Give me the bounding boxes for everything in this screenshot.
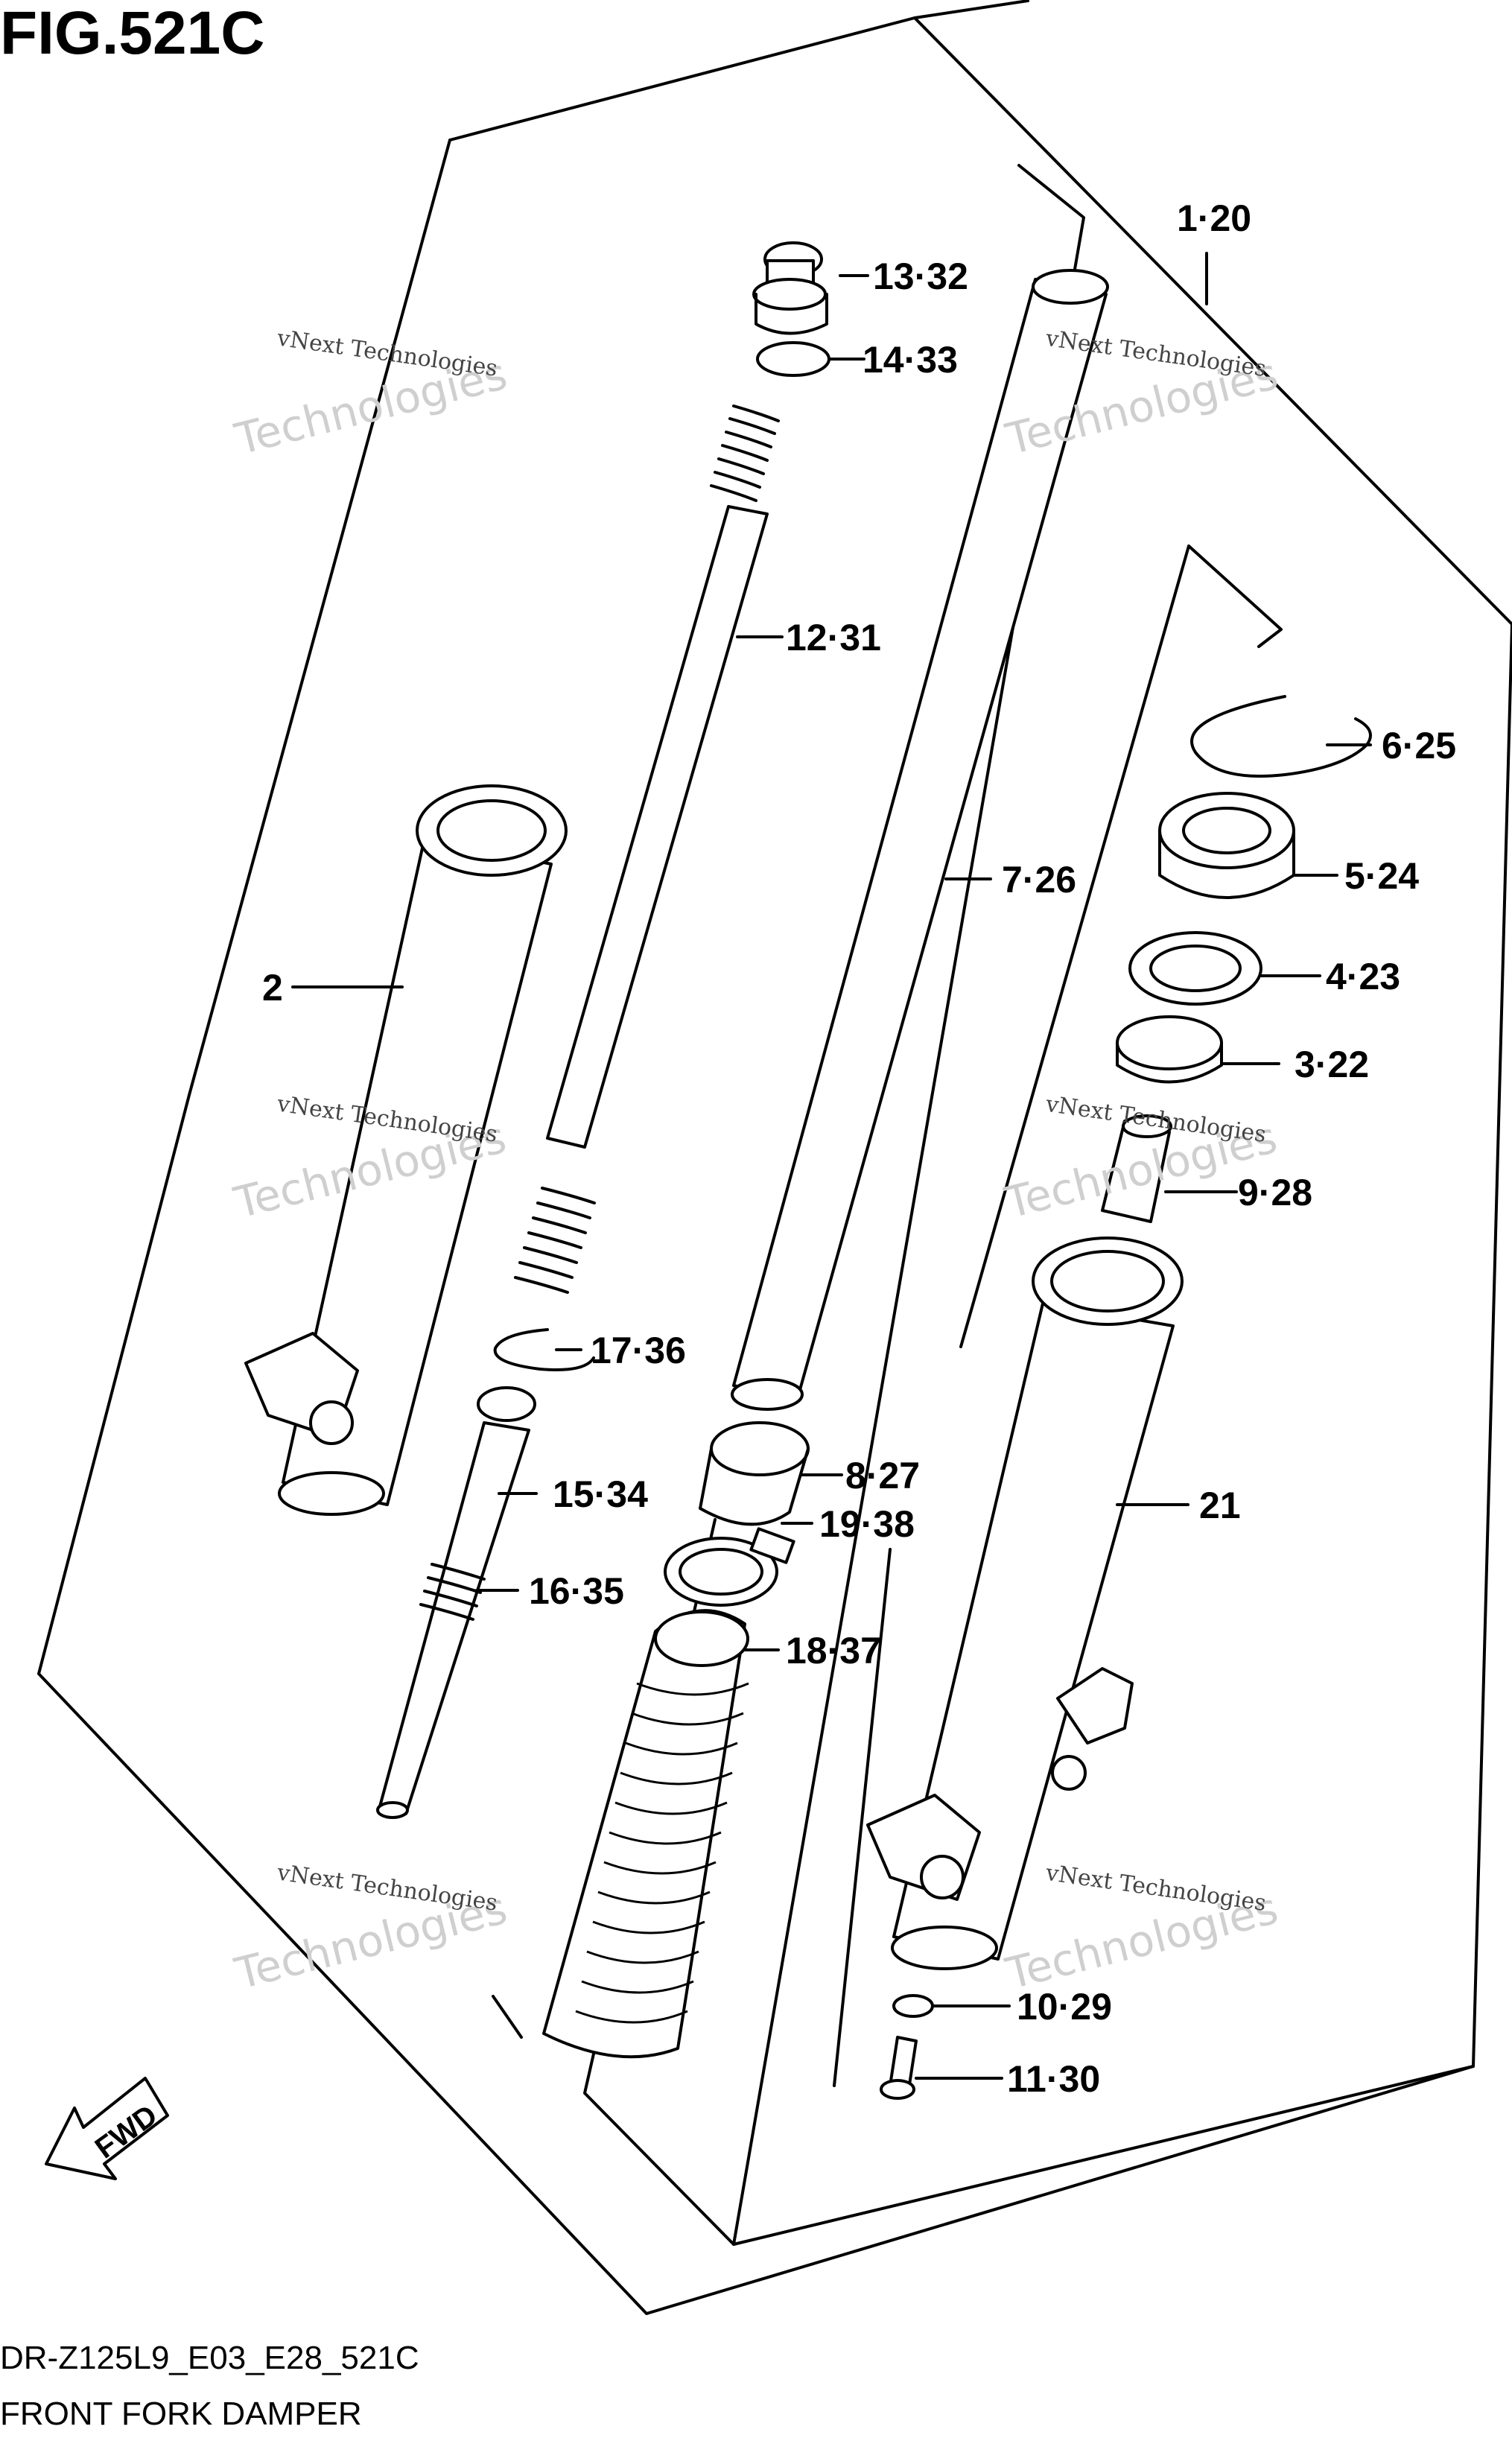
drain-bolt (880, 2036, 918, 2100)
leader-lines (291, 252, 1372, 2080)
callout-13: 13·32 (873, 255, 968, 297)
callout-15: 15·34 (553, 1473, 648, 1515)
callout-10: 10·29 (1017, 1986, 1112, 2028)
bushing-upper (1116, 1015, 1223, 1084)
callout-14: 14·33 (863, 339, 958, 381)
fork-boot (542, 1609, 749, 2059)
callout-18: 18·37 (786, 1630, 881, 1672)
damper-rod (514, 404, 780, 1294)
callout-21: 21 (1199, 1485, 1241, 1526)
callout-17: 17·36 (591, 1330, 686, 1371)
drain-washer (892, 1994, 934, 2018)
model-code: DR-Z125L9_E03_E28_521C (0, 2340, 419, 2376)
svg-text:vNext Technologies: vNext Technologies (1044, 1860, 1268, 1917)
callout-2: 2 (262, 967, 283, 1009)
oil-seal (1158, 792, 1295, 899)
snap-ring (493, 1328, 595, 1371)
callout-3: 3·22 (1295, 1044, 1369, 1085)
watermark: Technologies vNext Technologies (1000, 1860, 1283, 1999)
outer-tube-right (866, 1237, 1184, 1970)
circlip (1190, 695, 1372, 778)
figure-caption: FRONT FORK DAMPER (0, 2396, 362, 2432)
fwd-arrow: FWD (45, 2077, 169, 2180)
callout-12: 12·31 (786, 617, 881, 658)
callout-7: 7·26 (1002, 859, 1076, 901)
spring-top (710, 404, 780, 502)
rebound-rod (376, 1386, 536, 1819)
watermark: Technologies vNext Technologies (229, 325, 512, 465)
oil-lock-piece (1101, 1114, 1172, 1223)
watermark: Technologies vNext Technologies (229, 1859, 512, 1999)
callout-11: 11·30 (1007, 2058, 1100, 2100)
rebound-spring (419, 1563, 486, 1621)
spring-bottom (514, 1187, 596, 1294)
callout-9: 9·28 (1238, 1172, 1312, 1213)
callout-16: 16·35 (529, 1570, 624, 1612)
callout-8: 8·27 (845, 1455, 920, 1496)
callout-6: 6·25 (1382, 725, 1456, 766)
callout-5: 5·24 (1344, 855, 1419, 897)
outer-tube-left (244, 784, 568, 1516)
callout-1: 1·20 (1177, 197, 1251, 239)
bushing-lower (699, 1421, 810, 1526)
svg-text:vNext Technologies: vNext Technologies (275, 1859, 499, 1916)
inner-tube (731, 269, 1109, 1411)
callout-labels: 1·20 13·32 14·33 12·31 6·25 7·26 5·24 2 … (262, 197, 1456, 2100)
cap-bolt (752, 241, 828, 335)
callout-4: 4·23 (1326, 956, 1400, 997)
watermarks: Technologies vNext Technologies Technolo… (229, 325, 1283, 1999)
o-ring (756, 341, 830, 377)
callout-19: 19·38 (819, 1503, 915, 1545)
figure-title: FIG.521C (0, 0, 264, 67)
washer (1128, 931, 1262, 1006)
boot-clamp (664, 1527, 795, 1607)
